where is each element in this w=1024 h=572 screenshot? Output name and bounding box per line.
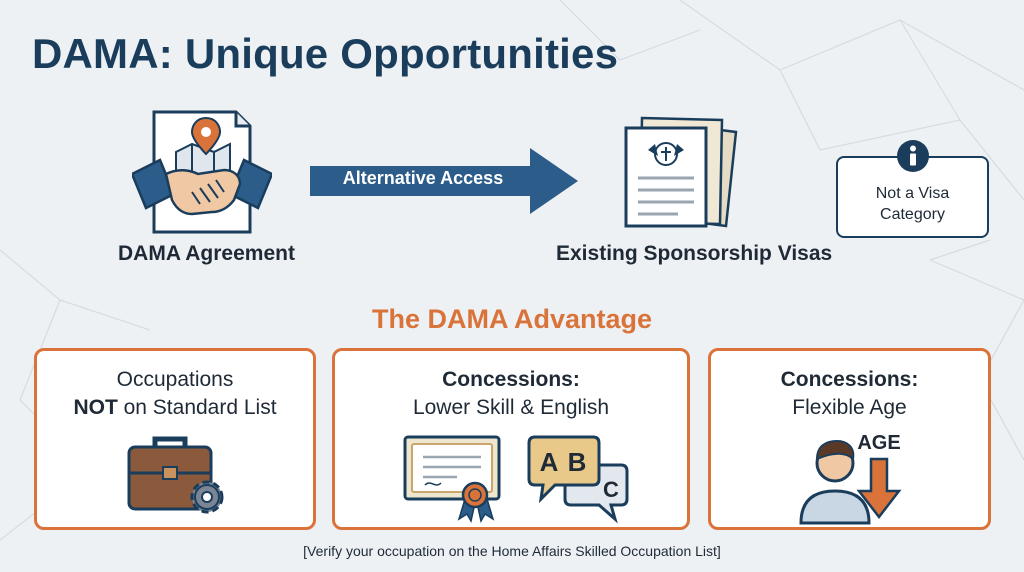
concessions-heading: Concessions: <box>780 368 919 391</box>
card-skill-line-1: Concessions: <box>335 367 687 393</box>
card-occupations: Occupations NOT on Standard List <box>34 348 316 530</box>
card-skill-line-2: Lower Skill & English <box>412 396 610 419</box>
not-emphasis: NOT <box>73 396 118 419</box>
concessions-heading: Concessions: <box>442 368 580 391</box>
card-skill-english: Concessions: Lower Skill & English A B C <box>332 348 690 530</box>
card-occupations-line-2: NOT on Standard List <box>37 395 313 421</box>
handshake-map-icon <box>132 110 272 234</box>
badge-letter-a: A <box>540 447 559 477</box>
badge-letter-c: C <box>603 477 619 502</box>
dama-agreement-label: DAMA Agreement <box>118 242 295 265</box>
info-icon <box>897 140 929 172</box>
info-text-line-1: Not a Visa <box>875 185 950 202</box>
verify-occupation-note: [Verify your occupation on the Home Affa… <box>303 543 721 559</box>
age-label: AGE <box>857 432 900 454</box>
speech-bubbles-icon: A B C <box>527 435 629 524</box>
card-age-line-2: Flexible Age <box>792 396 907 419</box>
card-flexible-age: Concessions: Flexible Age AGE <box>708 348 991 530</box>
standard-list-text: on Standard List <box>117 396 277 419</box>
not-a-visa-category-text: Not a Visa Category <box>836 183 989 225</box>
visa-documents-icon <box>624 116 738 228</box>
briefcase-gear-icon <box>127 436 224 514</box>
page-title: DAMA: Unique Opportunities <box>32 30 619 77</box>
alternative-access-arrow <box>310 148 578 214</box>
badge-letter-b: B <box>568 447 587 477</box>
person-age-down-icon: AGE <box>799 432 902 525</box>
card-occupations-line-1: Occupations <box>116 368 234 391</box>
alternative-access-label: Alternative Access <box>342 168 504 188</box>
card-age-line-1: Concessions: <box>711 367 988 393</box>
info-text-line-2: Category <box>880 206 945 223</box>
advantage-section-title: The DAMA Advantage <box>371 304 653 334</box>
certificate-icon <box>403 435 501 523</box>
existing-sponsorship-visas-label: Existing Sponsorship Visas <box>556 242 833 265</box>
